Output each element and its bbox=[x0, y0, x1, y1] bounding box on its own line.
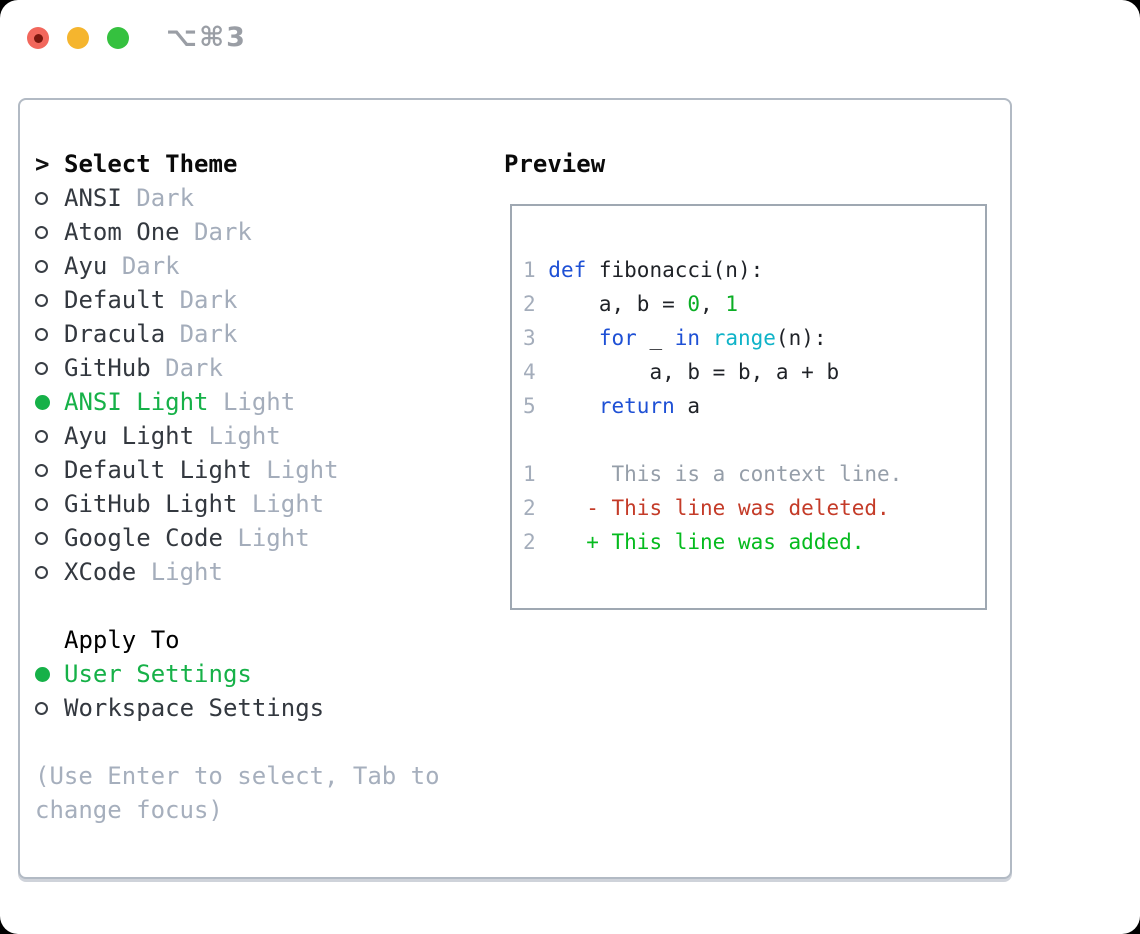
option-label: Ayu Light bbox=[64, 422, 195, 450]
theme-option[interactable]: Dracula Dark bbox=[35, 317, 440, 351]
radio-icon bbox=[35, 191, 64, 205]
keyboard-shortcut-label: ⌥⌘3 bbox=[166, 22, 247, 53]
radio-selected-icon bbox=[35, 394, 64, 410]
radio-icon bbox=[35, 327, 64, 341]
theme-option[interactable]: Google Code Light bbox=[35, 521, 440, 555]
option-variant-label: Dark bbox=[179, 320, 238, 348]
radio-icon bbox=[35, 293, 64, 307]
radio-icon bbox=[35, 259, 64, 273]
radio-icon bbox=[35, 497, 64, 511]
preview-box: 1 def fibonacci(n): 2 a, b = 0, 1 3 for _ … bbox=[510, 204, 987, 610]
theme-option[interactable]: GitHub Light Light bbox=[35, 487, 440, 521]
option-variant-label: Light bbox=[208, 422, 281, 450]
code-preview: 1 def fibonacci(n): 2 a, b = 0, 1 3 for _ … bbox=[523, 253, 902, 559]
window-titlebar: ⌥⌘3 bbox=[0, 0, 1140, 76]
help-text: change focus) bbox=[35, 796, 223, 824]
option-variant-label: Dark bbox=[194, 218, 252, 246]
option-variant-label: Dark bbox=[136, 184, 195, 212]
theme-option[interactable]: Ayu Dark bbox=[35, 249, 440, 283]
option-variant-label: Dark bbox=[165, 354, 223, 382]
focus-caret-icon: > bbox=[35, 150, 50, 178]
spacer bbox=[35, 725, 440, 759]
option-label: Default bbox=[64, 286, 166, 314]
theme-option[interactable]: Default Dark bbox=[35, 283, 440, 317]
apply-to-header: Apply To bbox=[35, 623, 440, 657]
option-label: ANSI bbox=[64, 184, 122, 212]
option-label: XCode bbox=[64, 558, 137, 586]
code-line: 4 a, b = b, a + b bbox=[523, 360, 840, 384]
option-label: Dracula bbox=[64, 320, 166, 348]
radio-icon bbox=[35, 463, 64, 477]
help-text: (Use Enter to select, Tab to bbox=[35, 762, 440, 790]
code-line bbox=[523, 423, 902, 457]
radio-icon bbox=[35, 565, 64, 579]
theme-option[interactable]: Atom One Dark bbox=[35, 215, 440, 249]
option-variant-label: Light bbox=[150, 558, 223, 586]
option-label: Default Light bbox=[64, 456, 252, 484]
option-variant-label: Dark bbox=[179, 286, 238, 314]
theme-option[interactable]: Ayu Light Light bbox=[35, 419, 440, 453]
code-line: 2 + This line was added. bbox=[523, 530, 865, 554]
option-variant-label: Light bbox=[237, 524, 310, 552]
close-button-icon[interactable] bbox=[27, 27, 49, 49]
option-label: Google Code bbox=[64, 524, 223, 552]
option-label: Workspace Settings bbox=[64, 694, 325, 722]
theme-option[interactable]: ANSI Dark bbox=[35, 181, 440, 215]
theme-option[interactable]: ANSI Light Light bbox=[35, 385, 440, 419]
radio-icon bbox=[35, 701, 64, 715]
theme-list-header: > Select Theme bbox=[35, 147, 440, 181]
code-line: 2 a, b = 0, 1 bbox=[523, 292, 738, 316]
option-label: GitHub Light bbox=[64, 490, 238, 518]
option-label: Ayu bbox=[64, 252, 108, 280]
code-line: 1 def fibonacci(n): bbox=[523, 258, 764, 282]
code-line: 1 This is a context line. bbox=[523, 462, 903, 486]
theme-option[interactable]: GitHub Dark bbox=[35, 351, 440, 385]
preview-title: Preview bbox=[504, 150, 606, 178]
option-label: GitHub bbox=[64, 354, 151, 382]
option-label: Atom One bbox=[64, 218, 180, 246]
apply-to-option[interactable]: Workspace Settings bbox=[35, 691, 440, 725]
code-line: 2 - This line was deleted. bbox=[523, 496, 890, 520]
option-variant-label: Dark bbox=[121, 252, 180, 280]
radio-icon bbox=[35, 225, 64, 239]
option-variant-label: Light bbox=[266, 456, 339, 484]
radio-selected-icon bbox=[35, 666, 64, 682]
radio-icon bbox=[35, 531, 64, 545]
minimize-button-icon[interactable] bbox=[67, 27, 89, 49]
code-line: 5 return a bbox=[523, 394, 701, 418]
option-label: User Settings bbox=[64, 660, 252, 688]
option-variant-label: Light bbox=[251, 490, 325, 518]
theme-list-title: Select Theme bbox=[64, 150, 238, 178]
option-label: ANSI Light bbox=[64, 388, 209, 416]
theme-option[interactable]: XCode Light bbox=[35, 555, 440, 589]
theme-option[interactable]: Default Light Light bbox=[35, 453, 440, 487]
spacer bbox=[35, 589, 440, 623]
option-variant-label: Light bbox=[222, 388, 296, 416]
radio-icon bbox=[35, 429, 64, 443]
zoom-button-icon[interactable] bbox=[107, 27, 129, 49]
apply-to-title: Apply To bbox=[64, 626, 180, 654]
radio-icon bbox=[35, 361, 64, 375]
apply-to-option[interactable]: User Settings bbox=[35, 657, 440, 691]
code-line: 3 for _ in range(n): bbox=[523, 326, 827, 350]
